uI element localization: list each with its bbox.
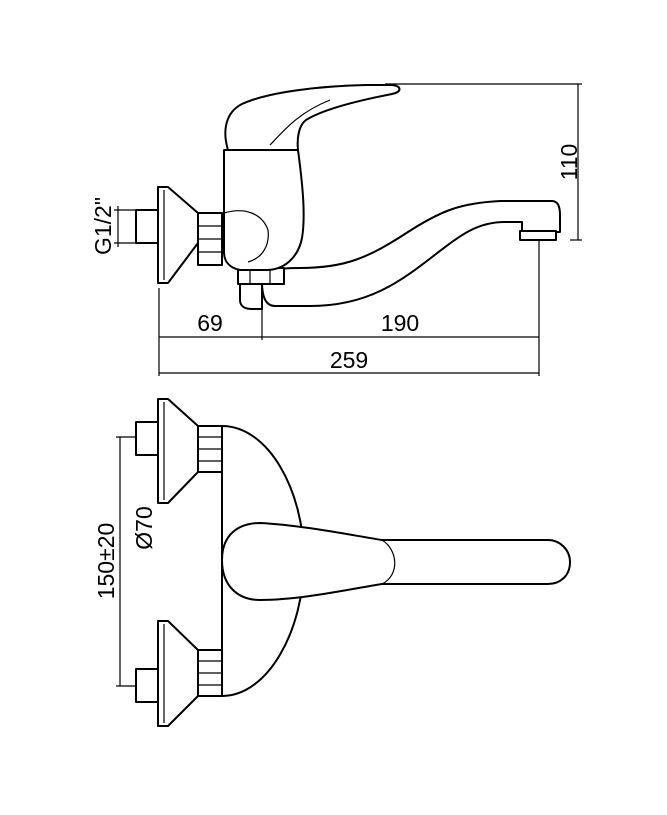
side-view: 110 G1/2" <box>90 83 582 376</box>
inlet-connector <box>135 209 161 244</box>
spout-reach-label: 190 <box>381 310 419 336</box>
top-view: 150±20 Ø70 <box>93 398 571 727</box>
thread-dim-label: G1/2" <box>90 197 116 255</box>
lower-inlet <box>135 620 223 727</box>
hex-nut <box>197 212 223 266</box>
height-dim-label: 110 <box>556 144 582 181</box>
mixer-body <box>223 149 305 271</box>
lever-handle-top <box>221 522 571 601</box>
height-dimension: 110 <box>385 83 582 241</box>
thread-dimension: G1/2" <box>90 197 136 255</box>
lever-handle <box>224 84 401 151</box>
flange-diameter-label: Ø70 <box>131 506 157 549</box>
centre-distance-label: 150±20 <box>93 523 119 600</box>
centre-distance-dimension: 150±20 <box>93 436 136 687</box>
wall-offset-label: 69 <box>197 310 223 336</box>
upper-inlet <box>135 398 223 504</box>
aerator <box>519 230 557 241</box>
overall-length-label: 259 <box>330 347 368 373</box>
length-dimensions: 69 190 259 <box>158 240 540 376</box>
spout <box>261 200 561 307</box>
